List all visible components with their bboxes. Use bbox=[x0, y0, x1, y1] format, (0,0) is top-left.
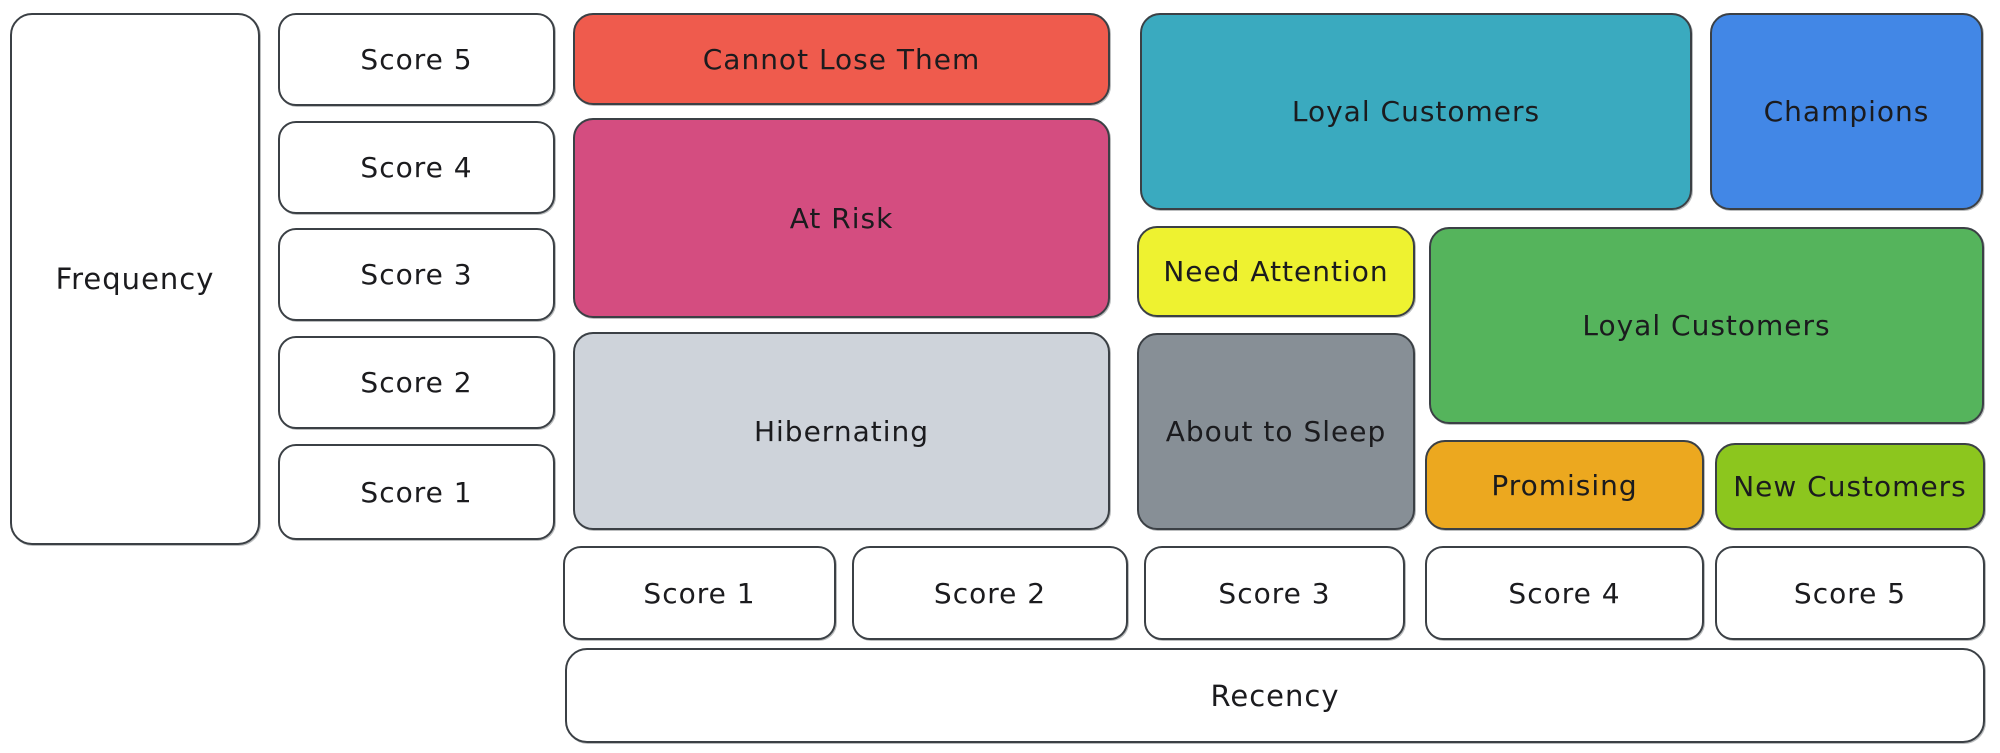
segment-label: Need Attention bbox=[1163, 255, 1389, 288]
frequency-score-4: Score 4 bbox=[278, 121, 555, 214]
segment-label: Hibernating bbox=[753, 414, 930, 448]
segment-hibernating: Hibernating bbox=[573, 332, 1110, 530]
segment-label: At Risk bbox=[789, 201, 894, 235]
segment-new-customers: New Customers bbox=[1715, 443, 1985, 530]
segment-label: Cannot Lose Them bbox=[702, 42, 981, 76]
segment-at-risk: At Risk bbox=[573, 118, 1110, 318]
recency-score-5: Score 5 bbox=[1715, 546, 1985, 640]
recency-score-5-label: Score 5 bbox=[1793, 576, 1907, 610]
recency-score-3-label: Score 3 bbox=[1218, 576, 1331, 610]
segment-promising: Promising bbox=[1425, 440, 1704, 530]
frequency-score-3: Score 3 bbox=[278, 228, 555, 321]
recency-score-4: Score 4 bbox=[1425, 546, 1704, 640]
segment-about-to-sleep: About to Sleep bbox=[1137, 333, 1415, 530]
segment-cannot-lose-them: Cannot Lose Them bbox=[573, 13, 1110, 105]
segment-champions: Champions bbox=[1710, 13, 1983, 210]
segment-label: Champions bbox=[1763, 95, 1930, 128]
frequency-axis-label-box: Frequency bbox=[10, 13, 260, 545]
frequency-score-2: Score 2 bbox=[278, 336, 555, 429]
segment-need-attention: Need Attention bbox=[1137, 226, 1415, 317]
frequency-score-5: Score 5 bbox=[278, 13, 555, 106]
recency-score-3: Score 3 bbox=[1144, 546, 1405, 640]
frequency-score-2-label: Score 2 bbox=[360, 366, 473, 399]
recency-score-1: Score 1 bbox=[563, 546, 836, 640]
segment-label: Loyal Customers bbox=[1582, 309, 1831, 342]
segment-loyal-customers-right: Loyal Customers bbox=[1429, 227, 1984, 424]
recency-axis-label: Recency bbox=[1210, 678, 1340, 713]
frequency-score-3-label: Score 3 bbox=[360, 258, 473, 291]
recency-axis-label-box: Recency bbox=[565, 648, 1985, 743]
frequency-axis-label: Frequency bbox=[55, 262, 215, 296]
segment-label: Loyal Customers bbox=[1291, 95, 1541, 128]
recency-score-2-label: Score 2 bbox=[933, 576, 1047, 610]
frequency-score-1-label: Score 1 bbox=[360, 475, 473, 509]
recency-score-4-label: Score 4 bbox=[1508, 576, 1621, 610]
frequency-score-5-label: Score 5 bbox=[360, 43, 473, 76]
frequency-score-1: Score 1 bbox=[278, 444, 555, 540]
recency-score-2: Score 2 bbox=[852, 546, 1128, 640]
segment-loyal-customers-top: Loyal Customers bbox=[1140, 13, 1692, 210]
frequency-score-4-label: Score 4 bbox=[360, 151, 473, 184]
recency-score-1-label: Score 1 bbox=[643, 576, 756, 610]
segment-label: Promising bbox=[1491, 468, 1638, 502]
segment-label: About to Sleep bbox=[1165, 415, 1387, 448]
segment-label: New Customers bbox=[1733, 470, 1967, 503]
